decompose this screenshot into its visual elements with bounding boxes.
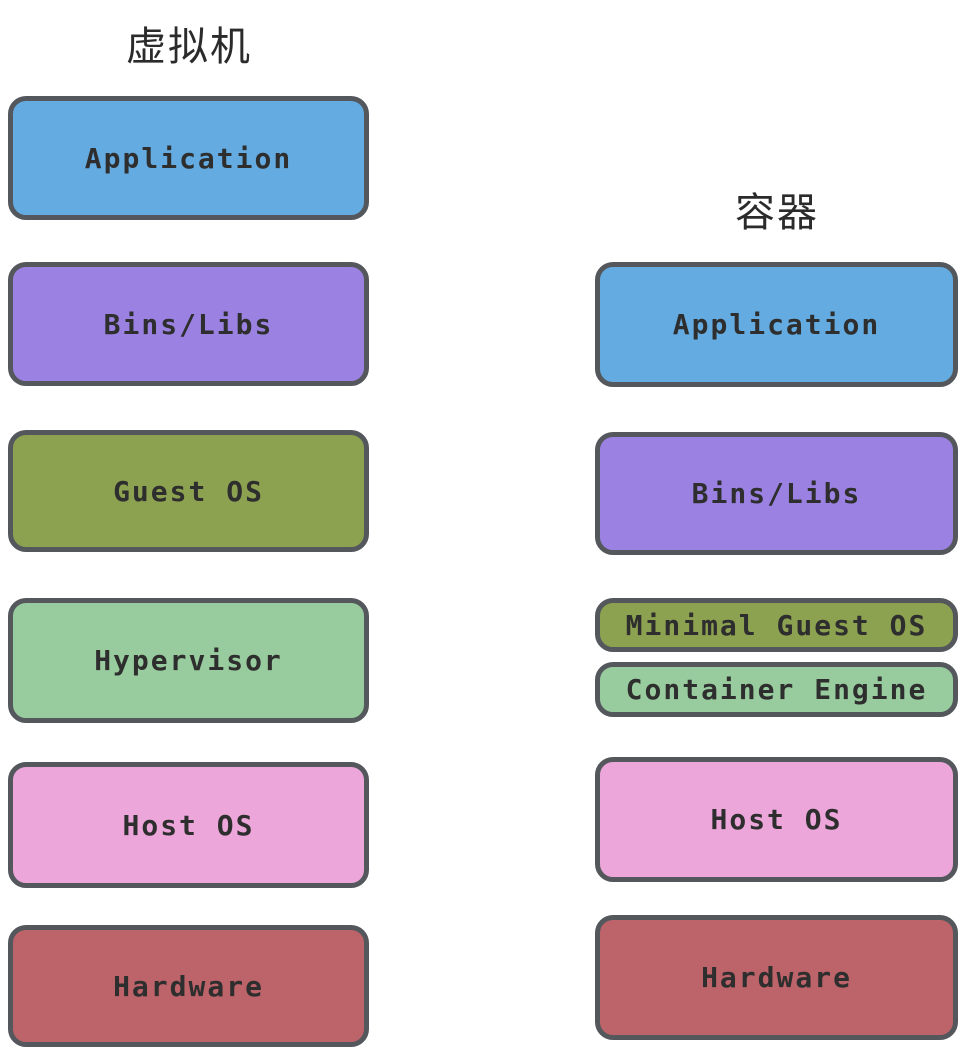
vm-layer-bins-libs: Bins/Libs [8,262,369,386]
layer-label: Application [84,141,293,175]
layer-label: Guest OS [113,474,264,508]
layer-label: Hypervisor [94,644,283,677]
layer-label: Host OS [710,803,843,836]
vm-layer-hypervisor: Hypervisor [8,598,369,723]
container-layer-host-os: Host OS [595,757,958,882]
vm-layer-guest-os: Guest OS [8,430,369,552]
layer-label: Container Engine [625,673,928,706]
container-column-title: 容器 [735,190,819,236]
layer-label: Bins/Libs [103,307,274,341]
container-layer-hardware: Hardware [595,915,958,1040]
vm-layer-host-os: Host OS [8,762,369,888]
vm-layer-application: Application [8,96,369,220]
container-layer-application: Application [595,262,958,387]
container-layer-bins-libs: Bins/Libs [595,432,958,555]
layer-label: Hardware [701,961,852,994]
vm-column-title: 虚拟机 [126,24,252,70]
container-layer-minimal-guest-os: Minimal Guest OS [595,598,958,652]
layer-label: Host OS [122,808,255,842]
container-layer-container-engine: Container Engine [595,662,958,717]
layer-label: Application [672,308,881,341]
layer-label: Bins/Libs [691,477,862,510]
layer-label: Hardware [113,969,264,1003]
vm-layer-hardware: Hardware [8,925,369,1047]
layer-label: Minimal Guest OS [625,608,928,642]
